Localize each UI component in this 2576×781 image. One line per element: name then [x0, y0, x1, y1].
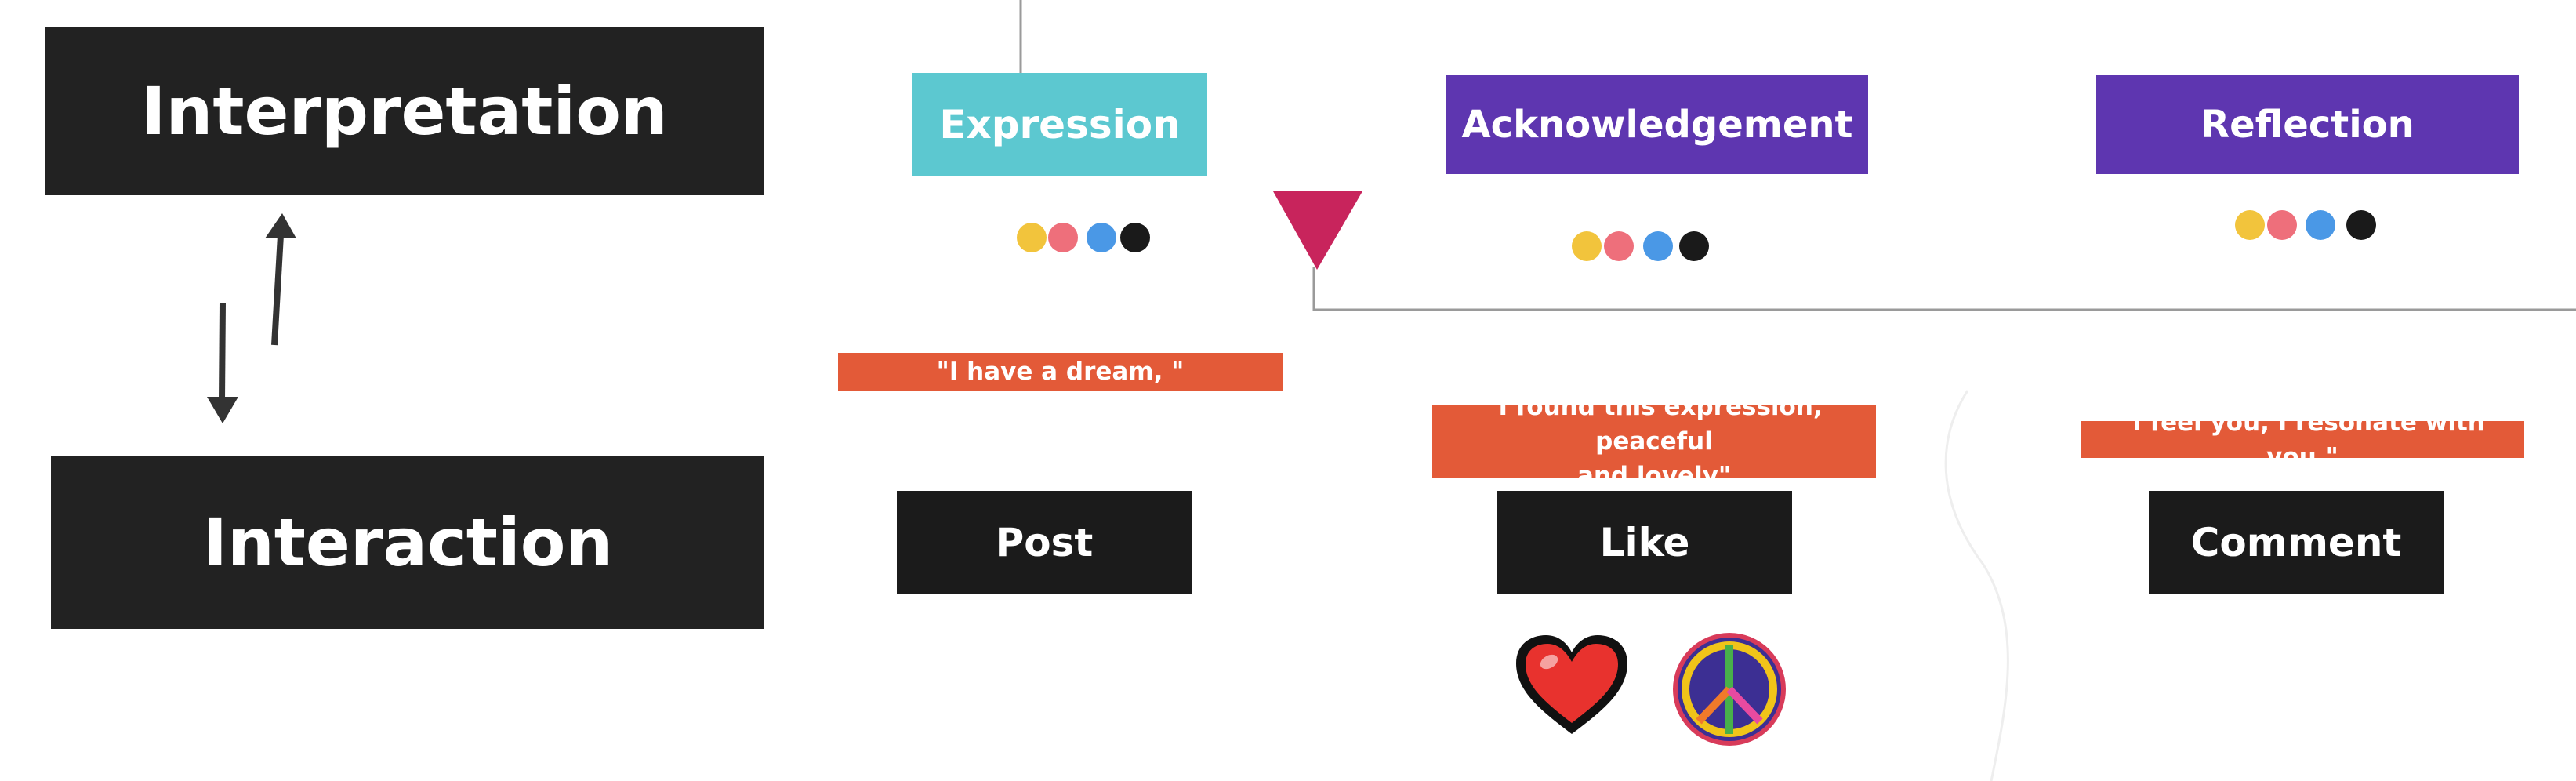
interaction-label: Interaction: [202, 504, 613, 581]
expression-color-dots: [1017, 223, 1150, 252]
bracket-connector-line: [1312, 267, 2576, 311]
quote-found-line1: "I found this expression, peaceful: [1486, 393, 1823, 456]
arrow-up-icon: [265, 213, 296, 346]
expression-label: Expression: [939, 102, 1181, 147]
like-button[interactable]: Like: [1497, 491, 1792, 594]
post-button[interactable]: Post: [897, 491, 1192, 594]
dot-yellow: [1572, 231, 1602, 261]
dot-black: [2346, 210, 2376, 240]
triangle-marker-icon: [1273, 191, 1362, 270]
reflection-label: Reflection: [2200, 103, 2415, 147]
dot-blue: [1643, 231, 1673, 261]
dot-black: [1120, 223, 1150, 252]
post-label: Post: [995, 520, 1094, 565]
interaction-box: Interaction: [51, 456, 764, 629]
reflection-box: Reflection: [2096, 75, 2519, 174]
comment-button[interactable]: Comment: [2149, 491, 2444, 594]
quote-dream: "I have a dream, ": [838, 353, 1283, 390]
peace-sign-icon[interactable]: [1671, 630, 1788, 748]
reflection-color-dots: [2235, 210, 2376, 240]
arrow-down-icon: [207, 302, 238, 423]
quote-found: "I found this expression, peaceful and l…: [1432, 393, 1876, 490]
heart-icon[interactable]: [1511, 630, 1632, 740]
interpretation-label: Interpretation: [141, 73, 668, 150]
quote-feel: "I feel you, I resonate with you.": [2081, 409, 2524, 471]
dot-yellow: [2235, 210, 2265, 240]
dot-black: [1679, 231, 1709, 261]
dot-yellow: [1017, 223, 1047, 252]
dot-blue: [1087, 223, 1116, 252]
quote-dream-text: "I have a dream, ": [936, 358, 1185, 386]
interpretation-box: Interpretation: [45, 27, 764, 195]
quote-feel-text: "I feel you, I resonate with you.": [2120, 408, 2485, 471]
dot-pink: [2267, 210, 2297, 240]
expression-box: Expression: [912, 73, 1207, 176]
dot-pink: [1048, 223, 1078, 252]
quote-found-line2: and lovely": [1576, 462, 1732, 490]
acknowledgement-color-dots: [1572, 231, 1709, 261]
dot-pink: [1604, 231, 1634, 261]
faint-curve-line: [1944, 390, 2009, 781]
acknowledgement-box: Acknowledgement: [1446, 75, 1868, 174]
comment-label: Comment: [2190, 520, 2402, 565]
acknowledgement-label: Acknowledgement: [1461, 103, 1853, 147]
dot-blue: [2306, 210, 2335, 240]
like-label: Like: [1599, 520, 1690, 565]
